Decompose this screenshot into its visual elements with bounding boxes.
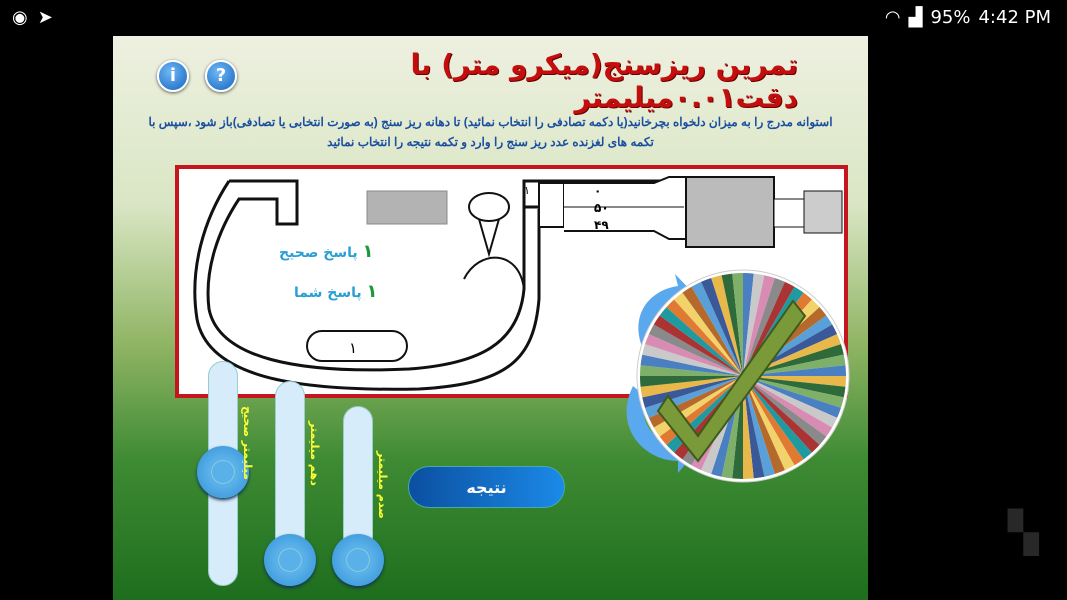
slider-knob-tenth-mm[interactable] [264,534,316,586]
wheel-slice [743,278,785,376]
battery-level: 95% [930,7,971,28]
wheel-slice [701,278,743,376]
random-wheel[interactable] [583,246,853,506]
wheel-slice [743,376,833,437]
result-button[interactable]: نتیجه [408,466,565,508]
checkmark-icon [656,299,807,463]
micrometer-drawing [193,176,843,391]
wheel-slice [743,376,841,418]
instructions: استوانه مدرج را به میزان دلخواه بچرخانید… [121,112,860,152]
wheel-slice [743,376,844,408]
store-logo: ▚ [1008,510,1039,556]
wheel-slice [743,376,765,479]
clock: 4:42 PM [978,7,1051,28]
scale-tick: ۰ [594,184,602,198]
wheel-slice [732,273,743,376]
wheel-slice [648,324,743,376]
wheel-slice [666,299,743,376]
wheel-slice [743,376,775,477]
wheel-slice [640,365,743,376]
wheel-slice [743,365,846,376]
wheel-slice [743,376,795,471]
wheel-slice [743,376,804,466]
wheel-slice [743,273,765,376]
slider-label: میلیمتر صحیح [241,406,254,480]
wheel-slice [743,376,820,453]
wheel-slice [743,344,844,376]
instruction-line: استوانه مدرج را به میزان دلخواه بچرخانید… [148,115,833,129]
your-label: پاسخ شما [294,285,362,301]
wheel-slice [711,275,743,376]
wheel-slice [743,273,754,376]
wheel-slice [640,376,743,398]
sleeve-mark: ۱ [524,184,530,197]
slider-label: صدم میلیمتر [376,451,389,519]
wheel-slice [743,376,838,428]
info-button[interactable]: i [157,60,189,92]
correct-value: ۱ [362,241,374,262]
wheel-slice [642,344,743,376]
wheel-slice [743,376,812,460]
wheel-slice [659,307,743,376]
signal-icon: ▟ [908,7,923,28]
wheel-slice [743,376,827,445]
your-answer: ۱ پاسخ شما [294,281,378,302]
wheel-slice [743,376,785,474]
your-value: ۱ [366,281,378,302]
thimble-scale: ۰ ۵۰ ۴۹ [594,183,609,234]
correct-answer: ۱ پاسخ صحیح [279,241,374,262]
wheel-slice [743,354,846,376]
status-bar: ◉ ➤ ◠ ▟ 95% 4:42 PM [0,0,1067,36]
wifi-icon: ◠ [884,7,901,28]
wheel-slice [682,286,743,376]
wheel-slice [640,354,743,376]
wheel-slice [640,376,743,387]
wheel-slice [645,334,743,376]
page-title: تمرین ریزسنج(میکرو متر) با دقت۰.۰۱میلیمت… [410,48,798,114]
wheel-slice [691,281,743,376]
wheel-slice [674,292,743,376]
correct-label: پاسخ صحیح [279,245,358,261]
instruction-line: تکمه های لغزنده عدد ریز سنج را وارد و تک… [327,135,654,149]
wheel-slice [743,376,846,398]
slider-label: دهم میلیمتر [308,421,321,486]
wheel-slice [653,315,743,376]
slider-knob-integer-mm[interactable] [197,446,249,498]
scale-tick: ۴۹ [594,218,609,232]
wheel-slice [743,376,846,387]
help-button[interactable]: ? [205,60,237,92]
reading-display: ۱ [349,339,358,357]
slider-knob-hundredth-mm[interactable] [332,534,384,586]
wheel-slice [743,275,775,376]
whatsapp-icon: ◉ [12,7,28,28]
wheel-slice [721,273,743,376]
app-canvas: تمرین ریزسنج(میکرو متر) با دقت۰.۰۱میلیمت… [113,36,868,600]
scale-tick: ۵۰ [594,201,609,215]
telegram-icon: ➤ [37,7,53,28]
wheel-slice [743,376,754,479]
